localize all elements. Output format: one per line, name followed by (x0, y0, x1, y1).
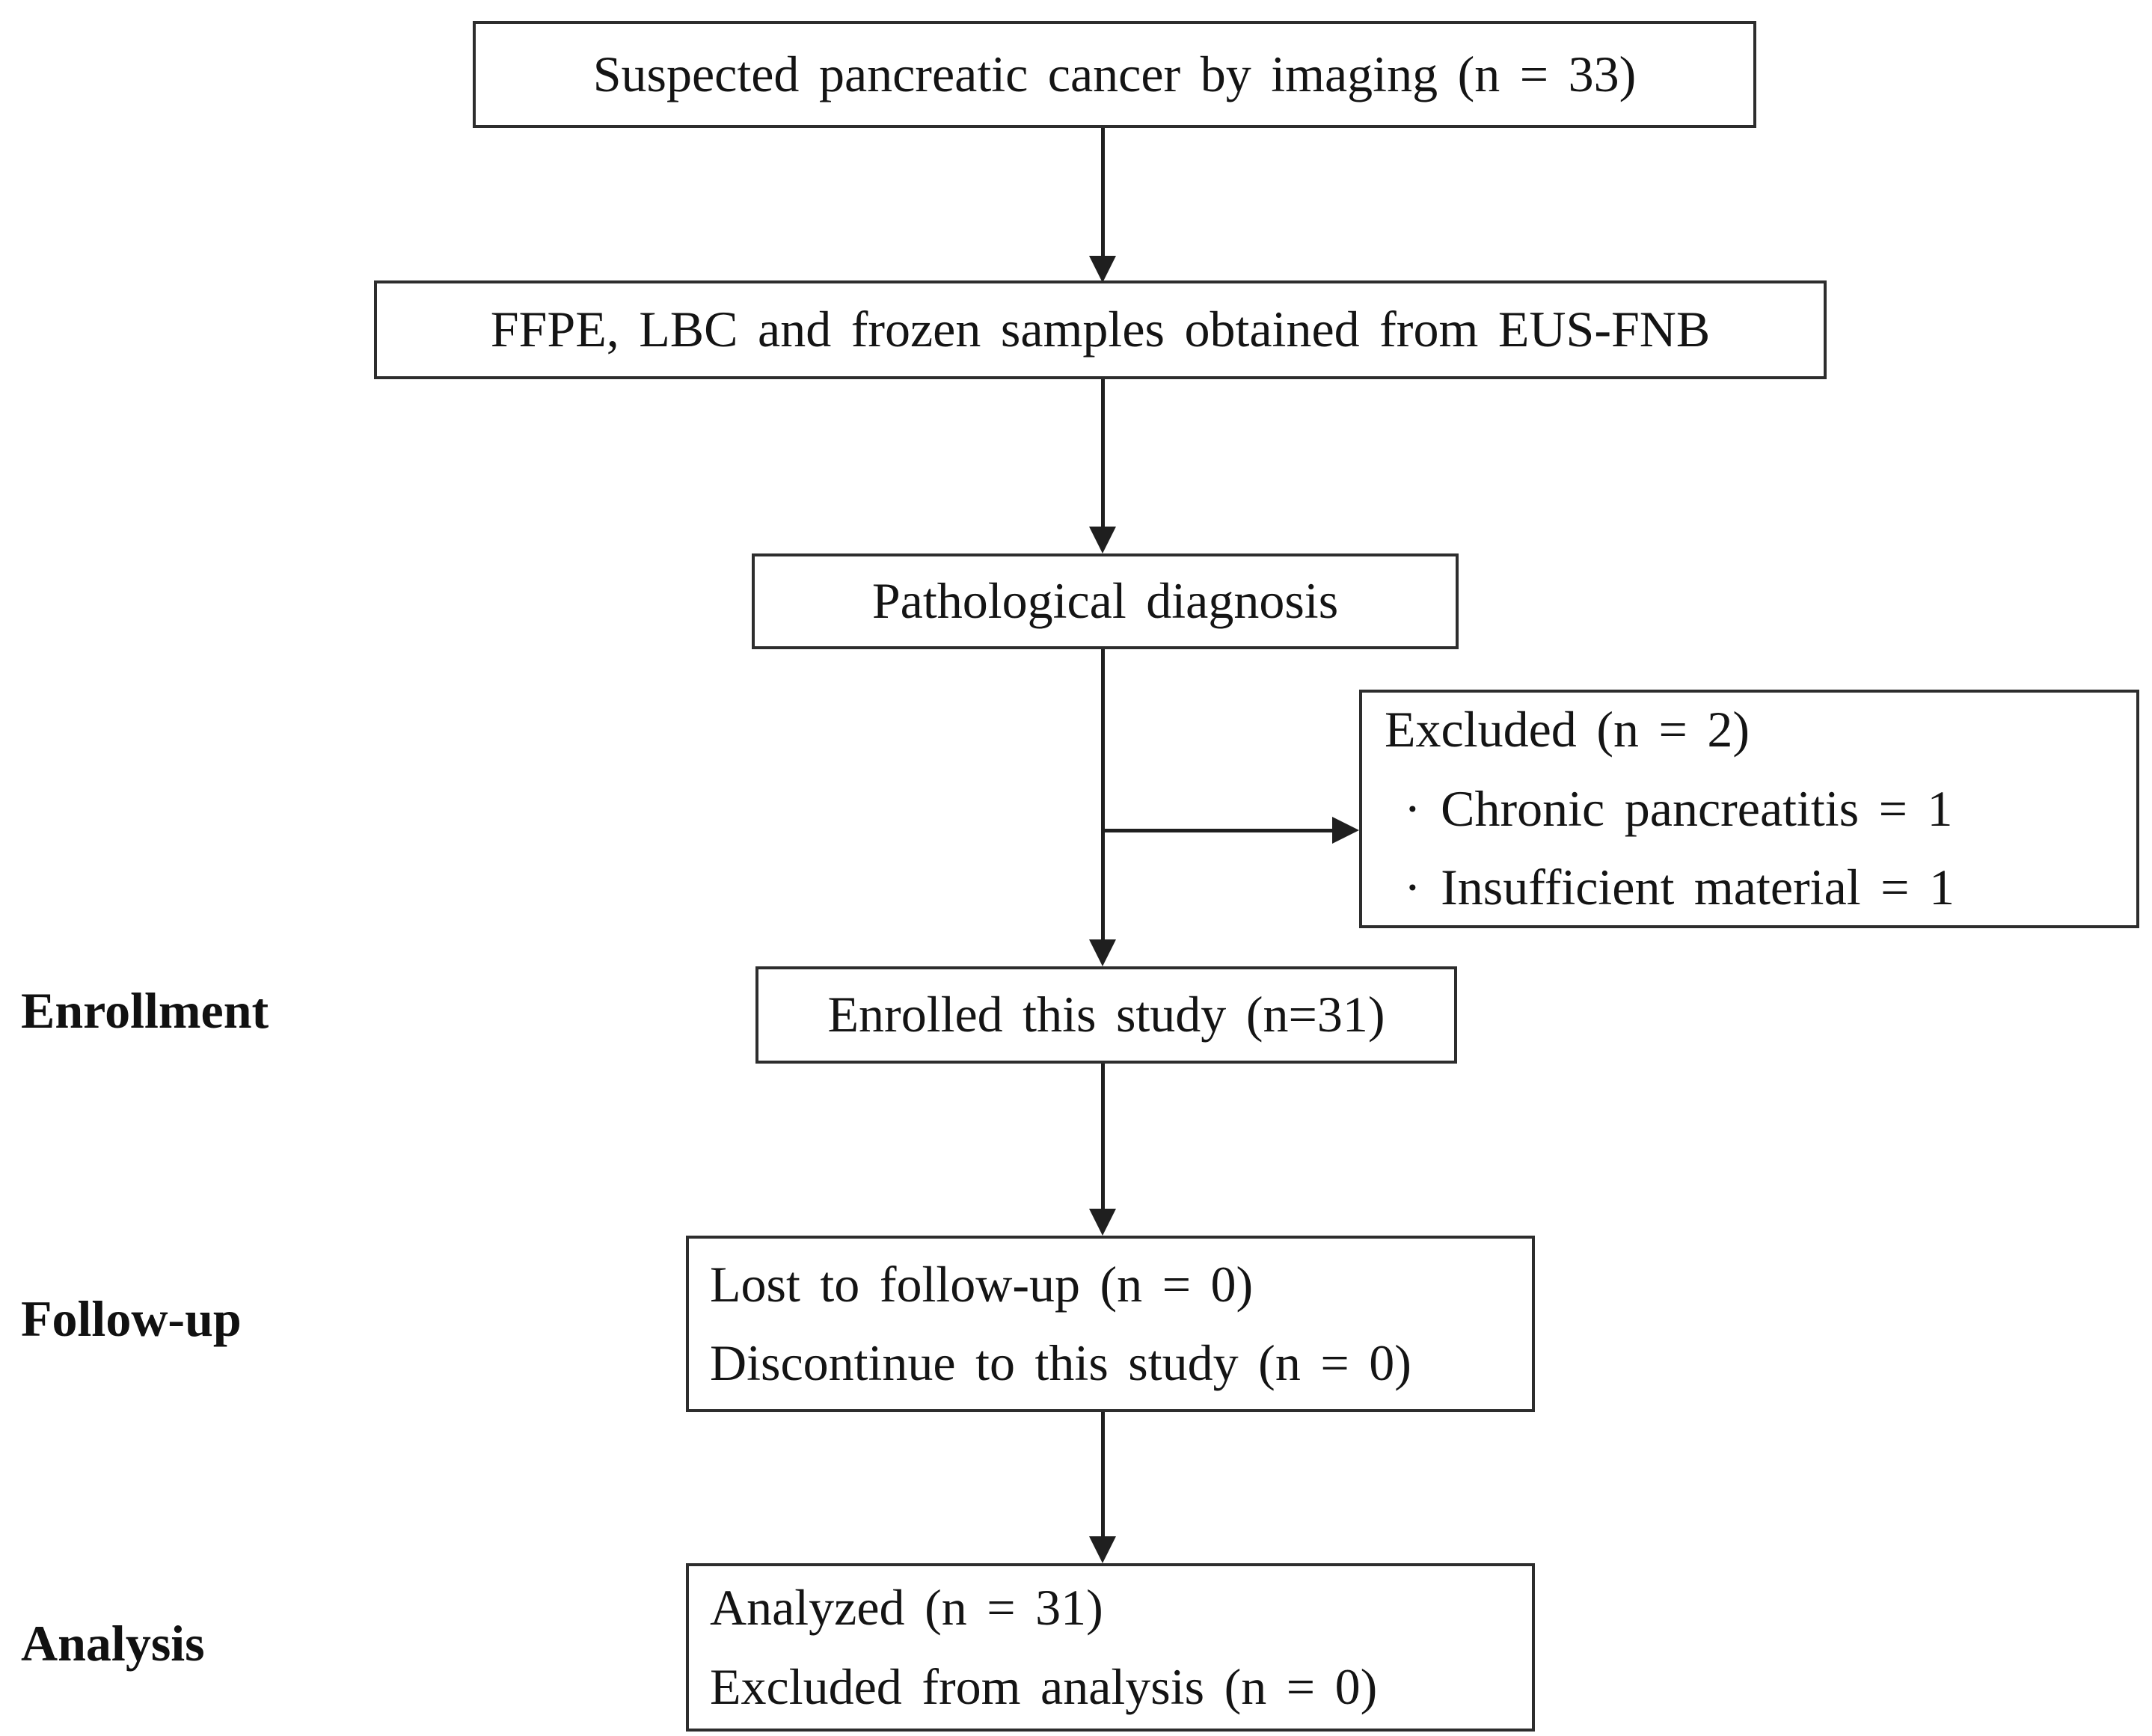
node-enrolled: Enrolled this study (n=31) (755, 966, 1457, 1064)
node-enrolled-text: Enrolled this study (n=31) (827, 986, 1385, 1043)
node-pathological-diagnosis: Pathological diagnosis (752, 553, 1459, 649)
stage-label-enrollment: Enrollment (21, 982, 269, 1039)
arrow-suspected-to-samples (1088, 128, 1118, 283)
vertical-line (1100, 128, 1105, 260)
node-samples-obtained-text: FFPE, LBC and frozen samples obtained fr… (490, 301, 1711, 358)
arrow-samples-to-pathological (1088, 379, 1118, 553)
node-followup: Lost to follow-up (n = 0) Discontinue to… (686, 1236, 1535, 1412)
vertical-line (1100, 649, 1105, 944)
node-analyzed: Analyzed (n = 31) Excluded from analysis… (686, 1563, 1535, 1732)
node-excluded-reason-chronic-pancreatitis: · Chronic pancreatitis = 1 (1404, 779, 1953, 837)
node-samples-obtained: FFPE, LBC and frozen samples obtained fr… (374, 280, 1827, 379)
arrowhead-down-icon (1089, 939, 1116, 966)
vertical-line (1100, 1412, 1105, 1541)
node-excluded-reason-insufficient-material: · Insufficient material = 1 (1404, 859, 1955, 916)
node-suspected-cancer-text: Suspected pancreatic cancer by imaging (… (592, 45, 1637, 102)
node-pathological-diagnosis-text: Pathological diagnosis (871, 572, 1339, 630)
arrowhead-down-icon (1089, 1209, 1116, 1236)
node-suspected-cancer: Suspected pancreatic cancer by imaging (… (473, 21, 1756, 128)
stage-label-analysis: Analysis (21, 1615, 205, 1672)
stage-label-follow-up: Follow-up (21, 1290, 242, 1347)
node-analyzed-excluded-text: Excluded from analysis (n = 0) (710, 1657, 1378, 1715)
arrowhead-down-icon (1089, 527, 1116, 553)
node-analyzed-text: Analyzed (n = 31) (710, 1579, 1103, 1637)
node-excluded-title: Excluded (n = 2) (1385, 701, 1750, 758)
node-followup-lost-text: Lost to follow-up (n = 0) (710, 1255, 1254, 1313)
node-followup-discontinue-text: Discontinue to this study (n = 0) (710, 1334, 1411, 1391)
arrowhead-down-icon (1089, 1536, 1116, 1563)
arrowhead-right-icon (1332, 817, 1359, 844)
arrow-pathological-to-enrolled (1088, 649, 1118, 966)
arrowhead-down-icon (1089, 256, 1116, 283)
horizontal-line (1103, 828, 1337, 832)
arrow-enrolled-to-followup (1088, 1064, 1118, 1236)
arrow-branch-to-excluded (1103, 815, 1359, 845)
node-excluded: Excluded (n = 2) · Chronic pancreatitis … (1359, 690, 2139, 928)
vertical-line (1100, 379, 1105, 531)
arrow-followup-to-analyzed (1088, 1412, 1118, 1563)
vertical-line (1100, 1064, 1105, 1213)
